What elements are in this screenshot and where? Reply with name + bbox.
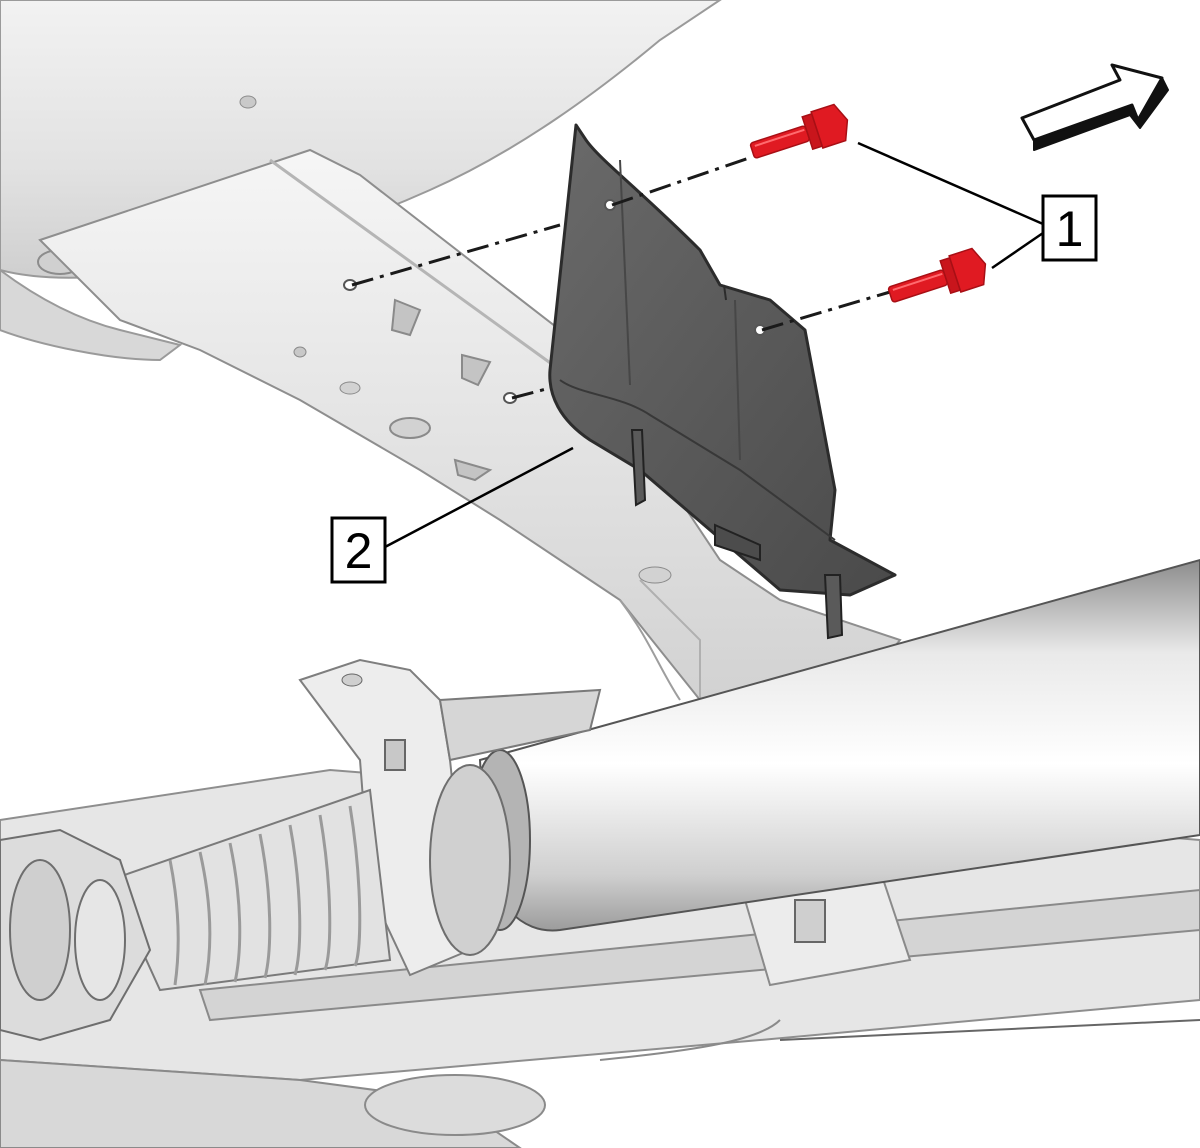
- callout-2: 2: [330, 516, 387, 584]
- center-bearing-bracket: [298, 658, 602, 977]
- callout-2-label: 2: [345, 523, 373, 579]
- heat-shield-bracket: [548, 123, 897, 640]
- forward-arrow-icon: [1020, 63, 1169, 151]
- driveshaft-boot: [108, 788, 392, 992]
- mounting-holes: [343, 199, 766, 404]
- callout-1: 1: [1041, 194, 1098, 262]
- bolt-icon: [749, 103, 849, 159]
- alignment-lines: [351, 155, 891, 400]
- callout-1-label: 1: [1056, 201, 1084, 257]
- leader-lines: [384, 141, 1044, 549]
- bolt-icon: [887, 247, 987, 303]
- universal-joint: [0, 828, 152, 1042]
